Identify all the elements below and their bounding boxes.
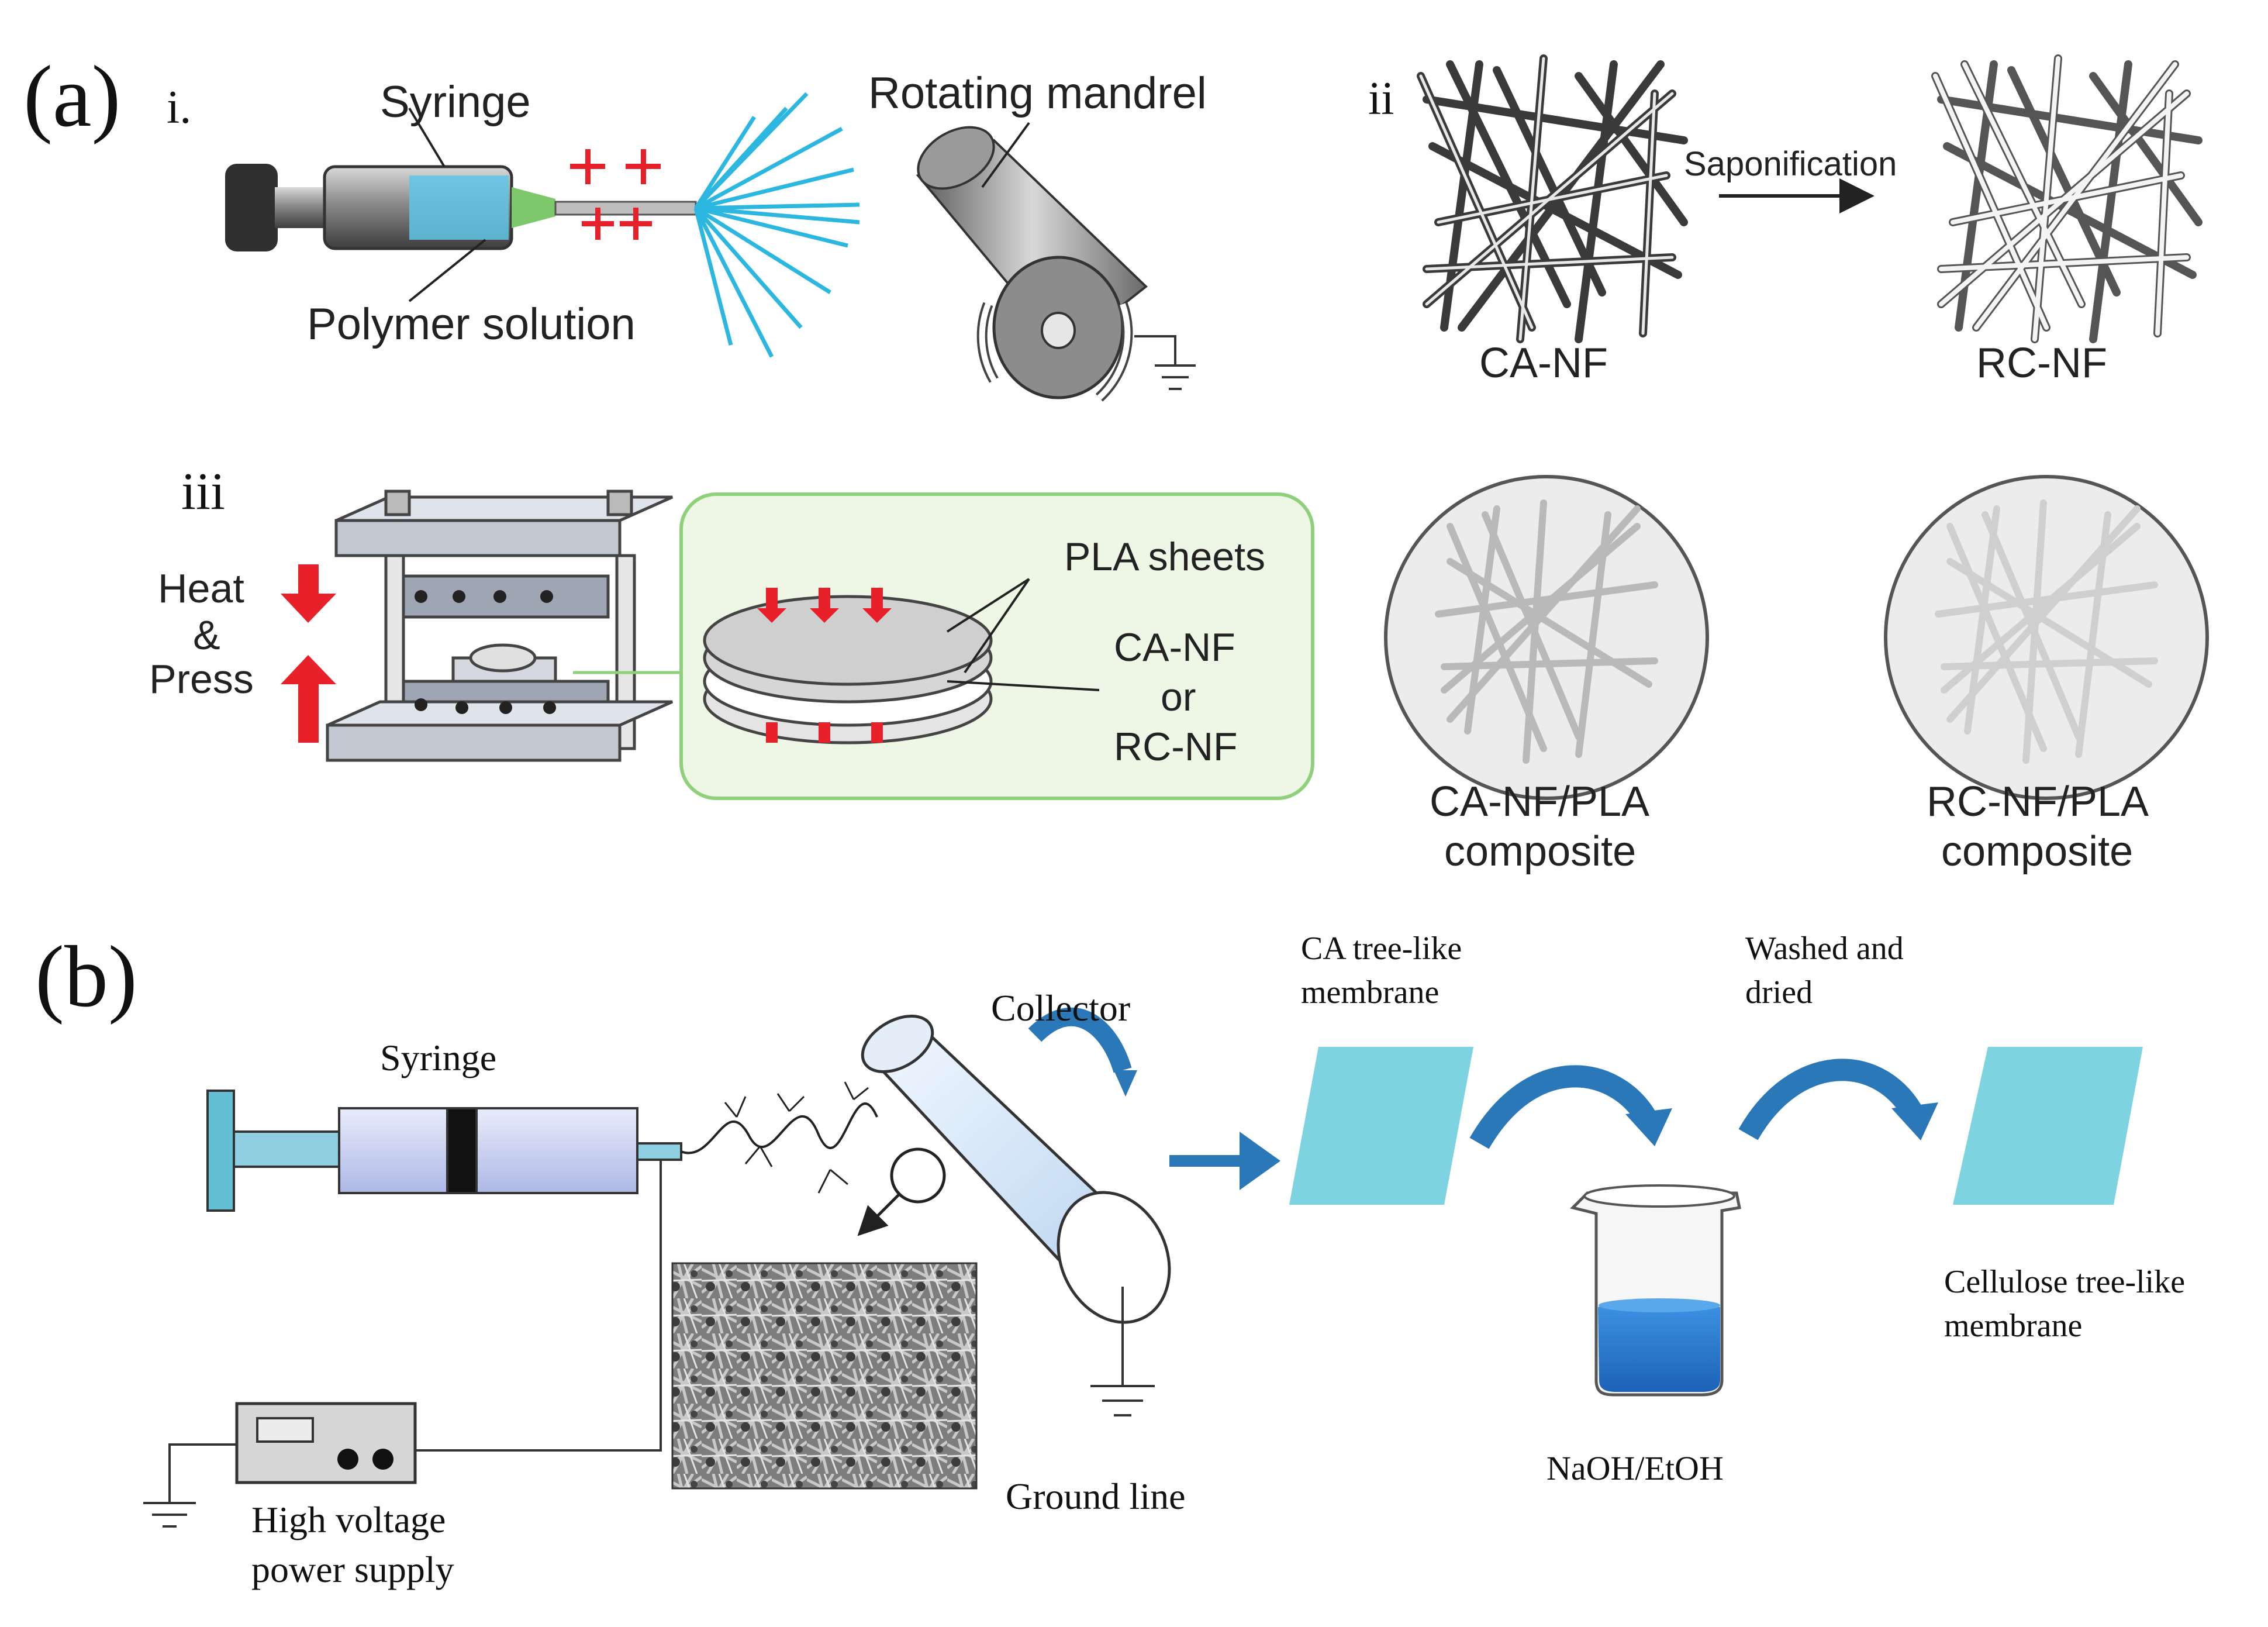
ground-line-label: Ground line: [1006, 1476, 1186, 1517]
pressure-arrows-top: [757, 588, 892, 623]
ca-nf-or-label-line3: RC-NF: [1114, 725, 1238, 769]
cellulose-membrane-label-line1: Cellulose tree-like: [1944, 1264, 2185, 1300]
power-supply-label-line1: High voltage: [251, 1499, 446, 1540]
subpanel-ii-label: ii: [1368, 73, 1394, 125]
collector-label: Collector: [991, 987, 1130, 1029]
subpanel-ii: ii Saponification: [1368, 54, 2209, 875]
magnifier-circle: [890, 1147, 946, 1204]
ca-nf-or-label-line1: CA-NF: [1114, 625, 1235, 670]
rotating-mandrel-label: Rotating mandrel: [868, 68, 1207, 118]
rc-nf-label: RC-NF: [1976, 340, 2107, 387]
pressure-arrows-bottom: [766, 722, 883, 743]
tree-branch-fibers: [724, 1081, 869, 1194]
syringe-leader-line: [408, 107, 446, 168]
press-label: Press: [149, 656, 254, 702]
ca-composite-label-line2: composite: [1444, 828, 1636, 875]
cellulose-membrane-sheet: [1953, 1047, 2143, 1205]
rc-composite-label-line1: RC-NF/PLA: [1927, 778, 2149, 825]
curved-arrow-out-of-beaker-icon: [1738, 1059, 1938, 1140]
panel-a: (a) i.: [23, 48, 2209, 875]
subpanel-iii-label: iii: [181, 463, 225, 520]
fiber-jet-spray: [693, 92, 860, 358]
pla-sheets-label: PLA sheets: [1064, 535, 1265, 579]
electrospinning-syringe-illustration: [225, 164, 697, 251]
ca-composite-label-line1: CA-NF/PLA: [1430, 778, 1649, 825]
ca-membrane-sheet: [1289, 1047, 1473, 1205]
mandrel-leader-line: [981, 122, 1030, 188]
beaker-illustration: [1570, 1184, 1741, 1397]
up-arrow-icon: [281, 655, 336, 743]
panel-a-label: (a): [23, 48, 120, 145]
high-voltage-power-supply-icon: [235, 1402, 417, 1484]
pla-leader-lines: [946, 578, 1030, 674]
rotating-mandrel-illustration: [916, 126, 1196, 402]
sem-micrograph-image: [671, 1262, 978, 1490]
ca-nanofiber-highlights: [1419, 57, 1674, 341]
positive-charges: [570, 149, 661, 240]
rc-composite-label-line2: composite: [1941, 828, 2133, 875]
ampersand-label: &: [193, 612, 220, 658]
nf-leader-line: [947, 680, 1100, 691]
syringe-label-a: Syringe: [380, 77, 531, 127]
rc-nanofiber-highlights: [1933, 56, 2189, 342]
hot-press-illustration: [326, 490, 674, 762]
saponification-label: Saponification: [1684, 145, 1897, 183]
polymer-solution-label: Polymer solution: [307, 299, 636, 349]
process-arrow-right-icon: [1169, 1132, 1280, 1190]
washed-label-line2: dried: [1745, 974, 1813, 1011]
panel-b-label: (b): [35, 928, 137, 1025]
power-ground-wire: [143, 1443, 237, 1528]
heat-label: Heat: [158, 566, 244, 611]
panel-b: (b) Syringe Collector: [35, 928, 2185, 1590]
power-wire: [415, 1160, 662, 1452]
pla-sheet-stack-illustration: [703, 595, 993, 744]
ca-membrane-label-line1: CA tree-like: [1301, 930, 1462, 967]
ca-nf-pla-composite-disc: [1384, 475, 1709, 800]
whipping-jet-line: [681, 1102, 878, 1154]
power-supply-label-line2: power supply: [251, 1549, 454, 1590]
ca-nf-or-label-line2: or: [1161, 675, 1196, 719]
ca-nf-label: CA-NF: [1479, 340, 1608, 387]
washed-label-line1: Washed and: [1745, 930, 1904, 967]
subpanel-iii: iii Heat & Press: [149, 463, 1314, 800]
ca-membrane-label-line2: membrane: [1301, 974, 1439, 1011]
zoom-arrow: [857, 1192, 902, 1236]
rotating-collector-illustration: [861, 1007, 1171, 1416]
syringe-label-b: Syringe: [380, 1037, 496, 1078]
subpanel-i-label: i.: [167, 82, 191, 133]
cellulose-membrane-label-line2: membrane: [1944, 1308, 2082, 1344]
syringe-pump-illustration: [206, 1090, 682, 1212]
down-arrow-icon: [281, 564, 336, 623]
polymer-leader-line: [408, 239, 486, 302]
rc-nf-pla-composite-disc: [1884, 475, 2209, 800]
subpanel-i: i.: [167, 68, 1207, 402]
solution-label: NaOH/EtOH: [1546, 1449, 1724, 1487]
curved-arrow-into-beaker-icon: [1469, 1065, 1672, 1149]
